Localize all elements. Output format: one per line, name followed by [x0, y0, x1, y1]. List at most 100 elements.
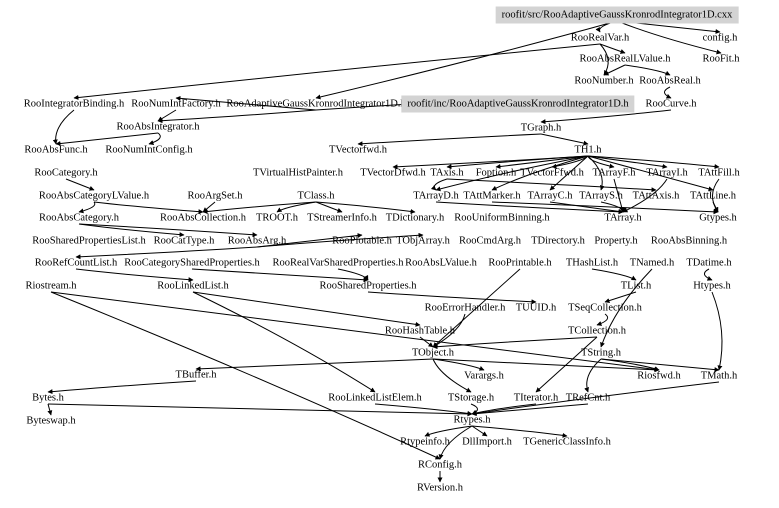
graph-node-roofit[interactable]: RooFit.h — [702, 53, 740, 65]
graph-edge — [47, 380, 197, 395]
graph-edge — [75, 268, 194, 283]
graph-node-tvectorfwd[interactable]: TVectorfwd.h — [328, 144, 388, 156]
graph-node-roosharedpropertieslist[interactable]: RooSharedPropertiesList.h — [32, 235, 146, 247]
graph-node-varargs[interactable]: Varargs.h — [464, 370, 504, 382]
graph-node-roohashtable[interactable]: RooHashTable.h — [384, 325, 456, 337]
graph-node-roocategorysharedproperties[interactable]: RooCategorySharedProperties.h — [124, 257, 260, 269]
graph-node-foption[interactable]: Foption.h — [475, 167, 517, 179]
graph-node-roonumber[interactable]: RooNumber.h — [574, 75, 634, 87]
graph-node-config[interactable]: config.h — [702, 32, 738, 44]
graph-node-rooabscollection[interactable]: RooAbsCollection.h — [159, 212, 247, 224]
graph-node-rtypes[interactable]: Rtypes.h — [453, 414, 491, 426]
graph-node-roocmdarg[interactable]: RooCmdArg.h — [459, 235, 521, 247]
graph-node-roorealvar[interactable]: RooRealVar.h — [570, 32, 630, 44]
graph-node-roocategory[interactable]: RooCategory.h — [34, 167, 98, 179]
graph-node-rooabscategory[interactable]: RooAbsCategory.h — [38, 212, 120, 224]
graph-node-rooagki1d-h[interactable]: RooAdaptiveGaussKronrodIntegrator1D.h — [226, 98, 406, 110]
graph-node-rooabsintegrator[interactable]: RooAbsIntegrator.h — [116, 121, 200, 133]
graph-node-trefcnt[interactable]: TRefCnt.h — [565, 392, 611, 404]
graph-node-rooerrorhandler[interactable]: RooErrorHandler.h — [424, 302, 506, 314]
graph-node-th1[interactable]: TH1.h — [574, 144, 602, 156]
graph-node-rooabsreal[interactable]: RooAbsReal.h — [639, 75, 701, 87]
graph-node-tdirectory[interactable]: TDirectory.h — [531, 235, 585, 247]
graph-node-property[interactable]: Property.h — [594, 235, 638, 247]
graph-node-tbuffer[interactable]: TBuffer.h — [175, 369, 217, 381]
graph-node-riostream[interactable]: Riostream.h — [25, 280, 77, 292]
graph-edge — [47, 403, 473, 417]
graph-node-tarrayd[interactable]: TArrayD.h — [413, 190, 459, 202]
graph-node-tarrayi[interactable]: TArrayI.h — [646, 167, 688, 179]
graph-node-rooabsreallvalue[interactable]: RooAbsRealLValue.h — [579, 53, 671, 65]
graph-node-tvirtualhistpainter[interactable]: TVirtualHistPainter.h — [252, 167, 344, 179]
graph-node-rooabsarg[interactable]: RooAbsArg.h — [227, 235, 287, 247]
graph-node-tdictionary[interactable]: TDictionary.h — [385, 212, 445, 224]
graph-node-rooabslvalue[interactable]: RooAbsLValue.h — [405, 257, 477, 269]
graph-node-tseqcollection[interactable]: TSeqCollection.h — [568, 302, 642, 314]
graph-node-roonumintconfig[interactable]: RooNumIntConfig.h — [105, 144, 193, 156]
graph-node-tstorage[interactable]: TStorage.h — [447, 392, 495, 404]
graph-node-roonumintfactory[interactable]: RooNumIntFactory.h — [131, 98, 221, 110]
graph-node-root[interactable]: roofit/src/RooAdaptiveGaussKronrodIntegr… — [495, 6, 739, 24]
graph-node-titerator[interactable]: TIterator.h — [513, 392, 559, 404]
graph-edge — [587, 155, 714, 192]
graph-node-gtypes[interactable]: Gtypes.h — [699, 212, 737, 224]
graph-node-tgenericclassinfo[interactable]: TGenericClassInfo.h — [523, 436, 611, 448]
graph-node-bytes[interactable]: Bytes.h — [32, 392, 64, 404]
graph-node-dllimport[interactable]: DllImport.h — [462, 436, 512, 448]
graph-node-byteswap[interactable]: Byteswap.h — [26, 415, 76, 427]
graph-node-tuuid[interactable]: TUUID.h — [515, 302, 557, 314]
graph-edge — [549, 155, 589, 191]
graph-node-roorealvarsharedproperties[interactable]: RooRealVarSharedProperties.h — [272, 257, 404, 269]
graph-node-taxis[interactable]: TAxis.h — [430, 167, 464, 179]
graph-node-roocurve[interactable]: RooCurve.h — [645, 98, 697, 110]
graph-node-roorefcountlist[interactable]: RooRefCountList.h — [34, 257, 118, 269]
graph-node-riosfwd[interactable]: Riosfwd.h — [637, 370, 681, 382]
graph-node-tvectorffwd[interactable]: TVectorFfwd.h — [520, 167, 584, 179]
graph-edge — [157, 109, 317, 124]
graph-edge — [78, 223, 185, 238]
graph-node-rooabscategorylvalue[interactable]: RooAbsCategoryLValue.h — [38, 190, 150, 202]
graph-node-rooplotable[interactable]: RooPlotable.h — [332, 235, 392, 247]
graph-node-tobject[interactable]: TObject.h — [411, 347, 455, 359]
graph-edge — [616, 20, 722, 55]
graph-node-thashlist[interactable]: THashList.h — [565, 257, 619, 269]
graph-node-roointegratorbinding[interactable]: RooIntegratorBinding.h — [23, 98, 125, 110]
graph-edge — [202, 201, 317, 214]
graph-node-tarrays[interactable]: TArrayS.h — [579, 190, 623, 202]
graph-node-tarrayc[interactable]: TArrayC.h — [527, 190, 573, 202]
graph-node-tarray[interactable]: TArray.h — [604, 212, 642, 224]
graph-node-tclass[interactable]: TClass.h — [297, 190, 335, 202]
graph-node-roocattype[interactable]: RooCatType.h — [153, 235, 215, 247]
graph-node-inc-h[interactable]: roofit/inc/RooAdaptiveGaussKronrodIntegr… — [401, 95, 635, 113]
graph-node-tattmarker[interactable]: TAttMarker.h — [463, 190, 521, 202]
graph-node-tvectordfwd[interactable]: TVectorDfwd.h — [360, 167, 426, 179]
graph-node-rversion[interactable]: RVersion.h — [416, 482, 464, 494]
graph-node-rconfig[interactable]: RConfig.h — [417, 459, 463, 471]
graph-node-roolinkedlist[interactable]: RooLinkedList.h — [157, 280, 229, 292]
graph-node-tattline[interactable]: TAttLine.h — [689, 190, 737, 202]
graph-node-tcollection[interactable]: TCollection.h — [567, 325, 627, 337]
graph-node-htypes[interactable]: Htypes.h — [693, 280, 731, 292]
graph-node-rooabsfunc[interactable]: RooAbsFunc.h — [24, 144, 88, 156]
graph-node-tnamed[interactable]: TNamed.h — [629, 257, 675, 269]
graph-node-tattaxis[interactable]: TAttAxis.h — [632, 190, 680, 202]
graph-node-tdatime[interactable]: TDatime.h — [686, 257, 732, 269]
graph-node-troot[interactable]: TROOT.h — [255, 212, 299, 224]
graph-node-tgraph[interactable]: TGraph.h — [520, 122, 562, 134]
graph-node-tobjarray[interactable]: TObjArray.h — [396, 235, 450, 247]
graph-edge — [195, 358, 434, 372]
graph-node-rooargset[interactable]: RooArgSet.h — [187, 190, 243, 202]
graph-node-rooabsbinning[interactable]: RooAbsBinning.h — [650, 235, 728, 247]
graph-node-tstring[interactable]: TString.h — [581, 347, 621, 359]
graph-node-tlist[interactable]: TList.h — [620, 280, 652, 292]
graph-node-roouniformbinning[interactable]: RooUniformBinning.h — [454, 212, 550, 224]
graph-node-tstreamerinfo[interactable]: TStreamerInfo.h — [307, 212, 377, 224]
graph-node-tarrayf[interactable]: TArrayF.h — [592, 167, 636, 179]
graph-node-roolinkedlistelem[interactable]: RooLinkedListElem.h — [328, 392, 422, 404]
graph-edge — [495, 155, 589, 169]
graph-node-tattfill[interactable]: TAttFill.h — [698, 167, 740, 179]
graph-node-tmath[interactable]: TMath.h — [700, 370, 738, 382]
graph-node-roosharedproperties[interactable]: RooSharedProperties.h — [319, 280, 417, 292]
graph-node-rooprintable[interactable]: RooPrintable.h — [488, 257, 552, 269]
graph-node-rtypeinfo[interactable]: Rtypeinfo.h — [400, 436, 450, 448]
